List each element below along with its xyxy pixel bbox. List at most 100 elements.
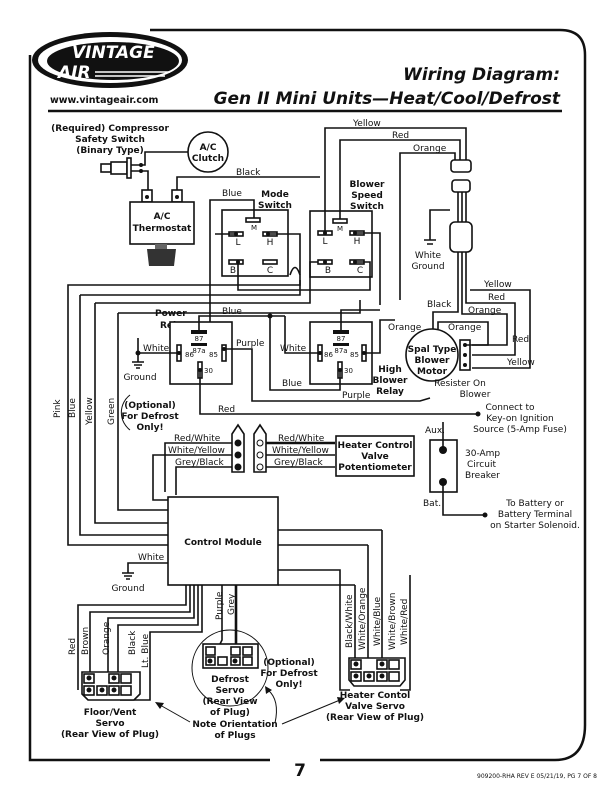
svg-text:Control Module: Control Module xyxy=(184,538,262,548)
svg-text:Potentiometer: Potentiometer xyxy=(338,463,412,473)
svg-text:Clutch: Clutch xyxy=(192,154,224,164)
svg-text:B: B xyxy=(325,266,331,276)
wire-label-red-white-pot: Red/White xyxy=(278,434,325,444)
svg-text:Switch: Switch xyxy=(350,202,384,212)
svg-text:Power: Power xyxy=(155,309,187,319)
floor-vent-servo-plug: Floor/Vent Servo (Rear View of Plug) xyxy=(61,671,159,740)
wire-label-red-motor2: Red xyxy=(512,335,529,345)
svg-text:Bat.: Bat. xyxy=(423,499,441,509)
defrost-servo-optional-note: (Optional) For Defrost Only! xyxy=(260,658,318,690)
svg-text:87a: 87a xyxy=(192,347,205,355)
svg-text:L: L xyxy=(322,237,327,247)
svg-text:Relay: Relay xyxy=(376,387,404,397)
svg-text:30: 30 xyxy=(204,367,213,375)
page-frame-right xyxy=(150,28,587,762)
svg-text:Switch: Switch xyxy=(258,201,292,211)
svg-text:(Rear View of Plug): (Rear View of Plug) xyxy=(61,730,159,740)
control-module: Control Module xyxy=(167,496,279,586)
svg-text:To Battery or: To Battery or xyxy=(505,499,564,509)
resister-label-2: Blower xyxy=(460,390,491,400)
svg-text:Servo: Servo xyxy=(95,719,124,729)
high-blower-relay: 87 87a 86 85 30 High Blower Relay xyxy=(309,321,409,397)
svg-text:Safety Switch: Safety Switch xyxy=(75,135,145,145)
white-ground-label-1: White xyxy=(415,251,442,261)
wire-label-green: Green xyxy=(107,398,117,425)
svg-text:85: 85 xyxy=(209,351,218,359)
doc-reference: 909200-RHA REV E 05/21/19, PG 7 OF 8 xyxy=(477,773,597,780)
svg-text:Spal Type: Spal Type xyxy=(408,345,457,355)
svg-text:Servo: Servo xyxy=(215,686,244,696)
svg-text:High: High xyxy=(378,365,401,375)
svg-text:(Rear View: (Rear View xyxy=(202,697,257,707)
svg-text:(Required) Compressor: (Required) Compressor xyxy=(51,124,169,134)
svg-text:For Defrost: For Defrost xyxy=(121,412,179,422)
wire-label-white-yellow: White/Yellow xyxy=(168,446,225,456)
wire-label-white-cm: White xyxy=(138,553,165,563)
wire-label-yellow-motor2: Yellow xyxy=(506,358,535,368)
svg-text:Valve: Valve xyxy=(361,452,389,462)
svg-text:Source (5-Amp Fuse): Source (5-Amp Fuse) xyxy=(473,425,567,435)
svg-text:Heater Contol: Heater Contol xyxy=(340,691,410,701)
compressor-safety-switch: (Required) Compressor Safety Switch (Bin… xyxy=(51,124,169,179)
title-line-1: Wiring Diagram: xyxy=(403,65,560,85)
svg-text:M: M xyxy=(251,224,257,232)
power-relay: Power Relay 87 87a 86 85 30 xyxy=(155,309,233,385)
wire-label-blue-hb: Blue xyxy=(282,379,302,389)
svg-text:M: M xyxy=(337,225,343,233)
website-url[interactable]: www.vintageair.com xyxy=(50,95,159,106)
wire-label-yellow-motor: Yellow xyxy=(483,280,512,290)
svg-text:A/C: A/C xyxy=(154,212,171,222)
wire-label-grey-black-pot: Grey/Black xyxy=(274,458,324,468)
svg-text:Motor: Motor xyxy=(417,367,448,377)
svg-text:85: 85 xyxy=(350,351,359,359)
svg-text:Blower: Blower xyxy=(373,376,409,386)
wire-label-red-fv: Red xyxy=(68,638,78,655)
svg-text:Blower: Blower xyxy=(415,356,451,366)
svg-text:H: H xyxy=(354,237,361,247)
ignition-note: Connect to Key-on Ignition Source (5-Amp… xyxy=(473,403,567,435)
harness-connector xyxy=(449,159,473,300)
wire-label-grey-df: Grey xyxy=(227,593,237,615)
svg-text:87a: 87a xyxy=(334,347,347,355)
wire-label-orange-fv: Orange xyxy=(102,621,112,655)
svg-text:86: 86 xyxy=(324,351,333,359)
svg-text:on Starter Solenoid.: on Starter Solenoid. xyxy=(490,521,580,531)
wire-label-red-motor: Red xyxy=(488,293,505,303)
svg-text:C: C xyxy=(357,266,363,276)
svg-text:(Optional): (Optional) xyxy=(263,658,314,668)
wire-label-black: Black xyxy=(236,168,261,178)
svg-text:A/C: A/C xyxy=(200,143,217,153)
battery-note: To Battery or Battery Terminal on Starte… xyxy=(490,499,580,531)
heater-control-potentiometer: Heater Control Valve Potentiometer xyxy=(335,435,415,477)
note-orientation: Note Orientation of Plugs xyxy=(192,720,277,741)
logo-top: VINTAGE xyxy=(72,43,155,63)
wire-label-orange-motor2: Orange xyxy=(468,306,502,316)
wire-label-black-white-hs: Black/White xyxy=(345,594,355,648)
svg-text:Only!: Only! xyxy=(275,680,302,690)
plug-connector-left xyxy=(231,423,245,473)
wire-label-white-yellow-pot: White/Yellow xyxy=(272,446,329,456)
wire-label-white-red-hs: White/Red xyxy=(400,599,410,645)
svg-text:Only!: Only! xyxy=(136,423,163,433)
wire-label-red-top: Red xyxy=(392,131,409,141)
svg-text:30-Amp: 30-Amp xyxy=(465,449,500,459)
wire-label-orange-hb: Orange xyxy=(388,323,422,333)
wire-label-blue-mode: Blue xyxy=(222,189,242,199)
ground-label-cm: Ground xyxy=(111,584,144,594)
wire-label-black-motor: Black xyxy=(427,300,452,310)
svg-text:Speed: Speed xyxy=(351,191,383,201)
plug-connector-right xyxy=(253,423,267,473)
mode-switch: Mode Switch M L H B C xyxy=(221,190,292,277)
page-number: 7 xyxy=(294,761,306,781)
svg-text:of Plug): of Plug) xyxy=(210,708,250,718)
wire-label-white-orange-hs: White/Orange xyxy=(358,587,368,650)
circuit-breaker: Aux. 30-Amp Circuit Breaker Bat. xyxy=(423,426,500,509)
resister-label-1: Resister On xyxy=(434,379,486,389)
wire-label-white-blue-hs: White/Blue xyxy=(373,596,383,646)
page-frame xyxy=(28,55,270,762)
wire-label-white-brown-hs: White/Brown xyxy=(388,593,398,650)
defrost-servo-plug: Defrost Servo (Rear View of Plug) xyxy=(202,643,259,718)
wire-label-pink: Pink xyxy=(53,399,63,418)
wire-label-white-relay: White xyxy=(143,344,170,354)
